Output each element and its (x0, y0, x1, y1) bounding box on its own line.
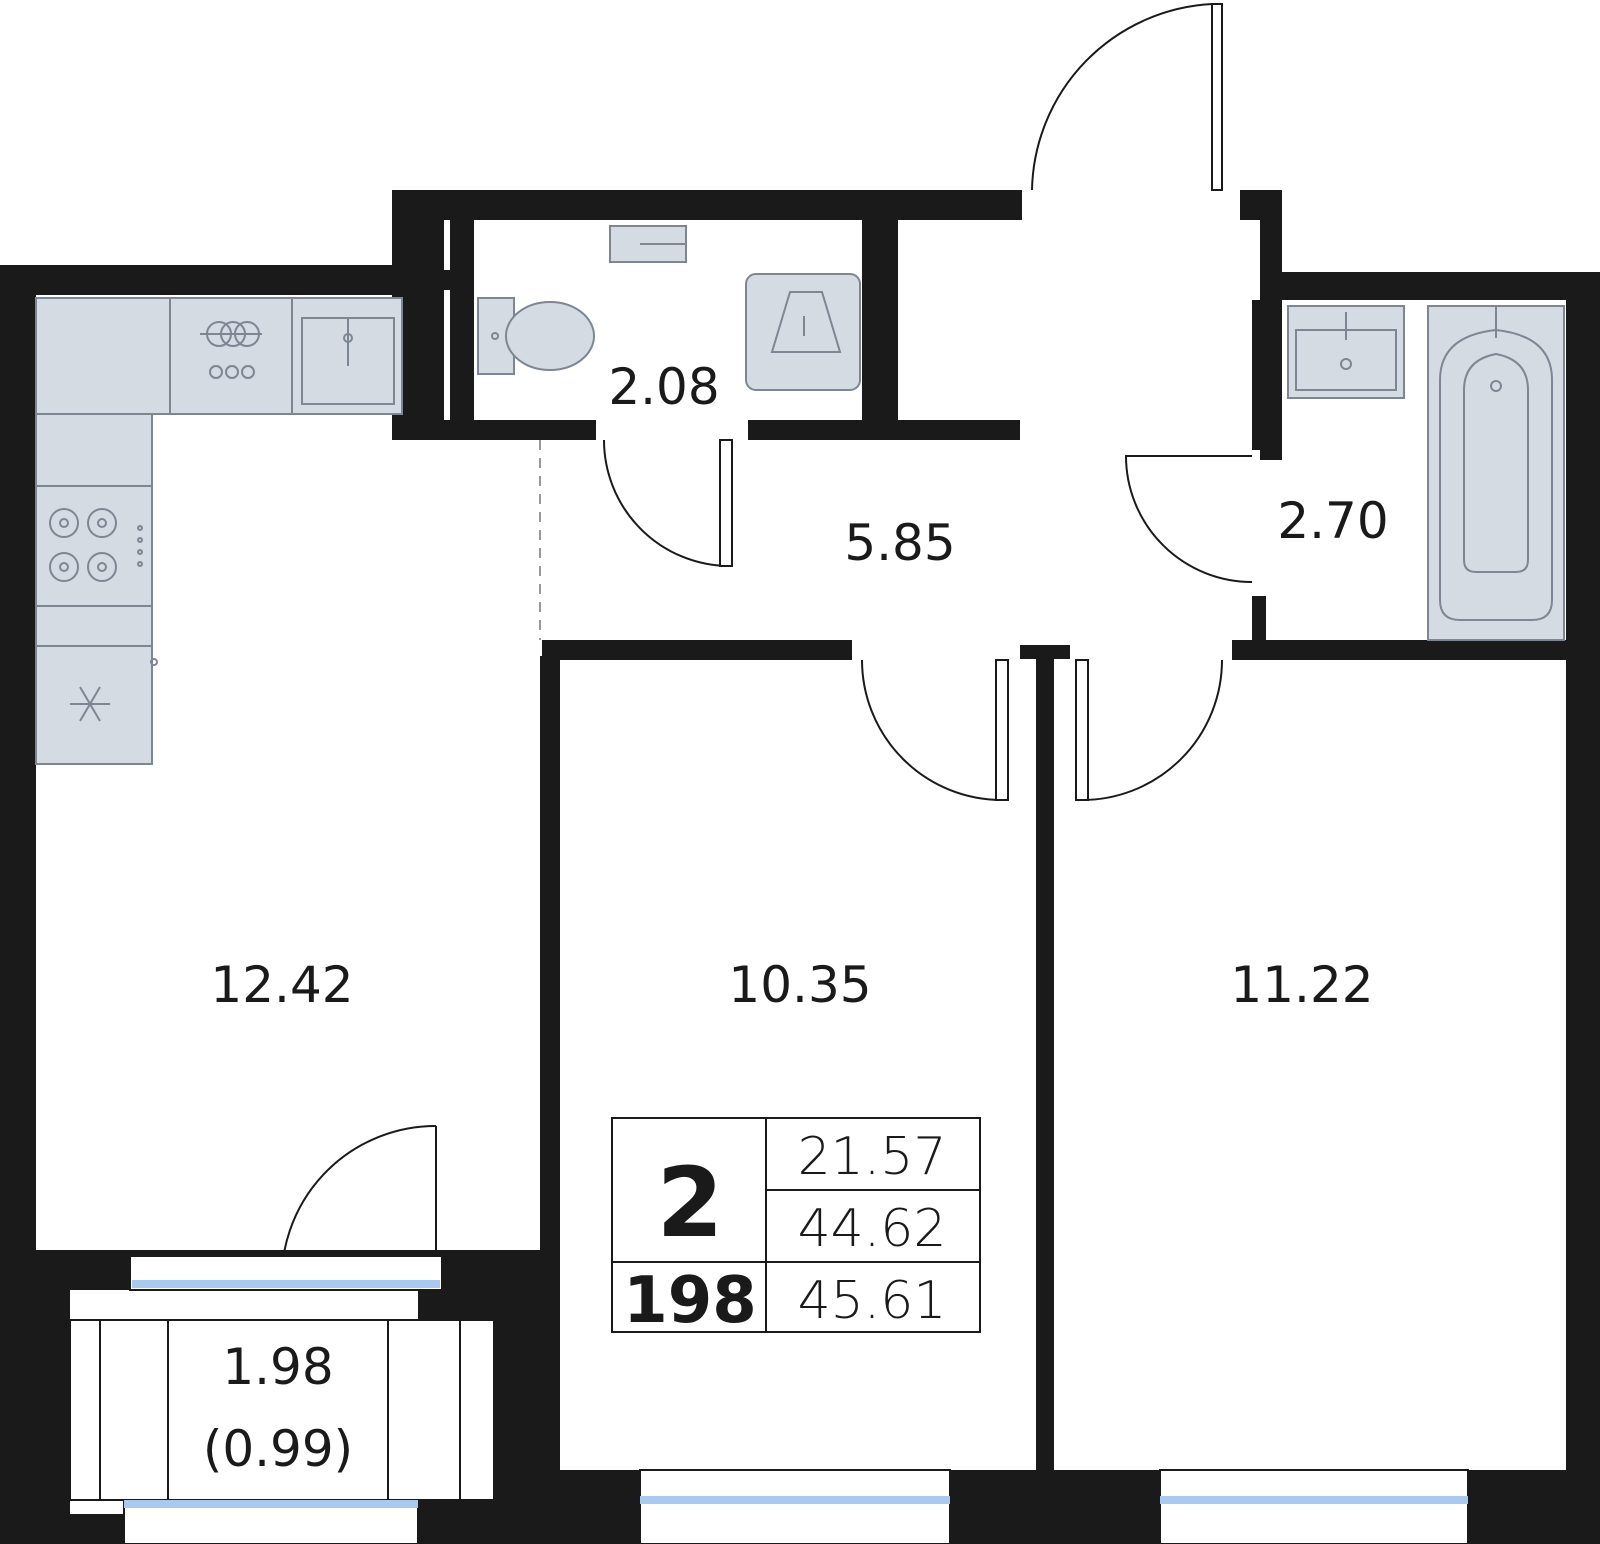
rooms-count: 2 (657, 1147, 724, 1259)
bedroom-1-area-label: 10.35 (728, 956, 871, 1014)
living-area: 21.57 (798, 1127, 947, 1187)
bathroom-area-label: 2.70 (1277, 492, 1388, 550)
toilet-icon (477, 297, 595, 375)
doors (280, 3, 1253, 1291)
total-area-with-balcony: 45.61 (798, 1271, 947, 1331)
apartment-number: 198 (623, 1264, 757, 1338)
stove-icon (35, 485, 153, 607)
balcony (69, 1319, 495, 1544)
apartment-info-box: 2 198 21.57 44.62 45.61 (611, 1117, 981, 1338)
sink-icon (301, 317, 395, 405)
balcony-area-label: 1.98 (222, 1338, 333, 1396)
bath-sink-icon (1287, 305, 1405, 399)
bathtub-icon (1427, 305, 1565, 641)
washer-icon (200, 321, 262, 379)
hall-area-label: 5.85 (844, 514, 955, 572)
small-sink-icon (609, 225, 687, 263)
balcony-reduced-area-label: (0.99) (203, 1420, 353, 1478)
bedroom-2-area-label: 11.22 (1230, 956, 1373, 1014)
total-area: 44.62 (798, 1199, 947, 1259)
kitchen-area-label: 12.42 (210, 956, 353, 1014)
windows (129, 1255, 1469, 1544)
walls (0, 190, 1600, 1544)
wc-area-label: 2.08 (608, 358, 719, 416)
snowflake-icon (70, 686, 110, 722)
washer-icon (169, 297, 293, 415)
water-heater-icon (745, 273, 861, 391)
